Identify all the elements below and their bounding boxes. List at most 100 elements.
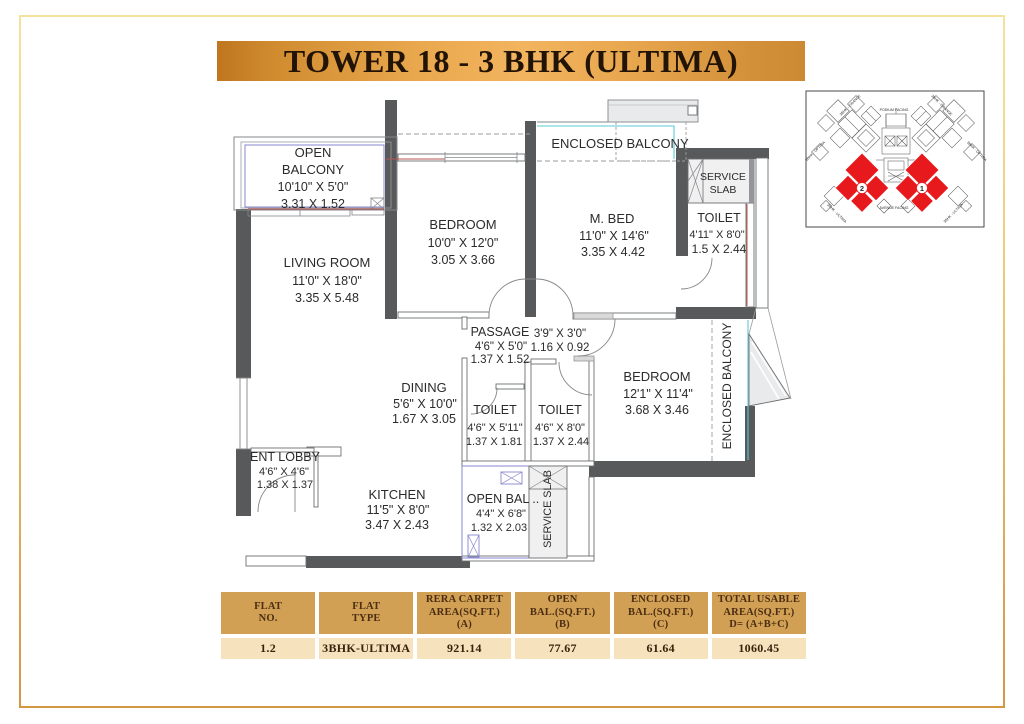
key-plan-room-outline: [884, 135, 908, 147]
bay-window-shape: [750, 351, 780, 400]
key-plan-room-outline: [917, 129, 935, 147]
key-plan-room-outline: [932, 116, 948, 132]
table-cell-flat-type: 3BHK-ULTIMA: [319, 638, 414, 659]
key-plan-red-unit: [910, 189, 934, 213]
door-arc-mbed: [535, 278, 574, 317]
label-bedroom-right-dim: 12'1" X 11'4": [623, 387, 693, 401]
key-plan-red-unit: [834, 174, 862, 202]
key-plan-avenue-label: AVENUE FACING: [880, 206, 909, 210]
table-header-line: RERA CARPET: [425, 594, 503, 606]
label-kitchen-dim: 3.47 X 2.43: [365, 518, 429, 532]
table-cell-open-bal: 77.67: [515, 638, 610, 659]
door-arc-entrance: [257, 474, 296, 513]
label-bedroom-top: BEDROOM: [429, 217, 496, 232]
key-plan-room-outline: [947, 185, 969, 207]
key-plan-unit-1-badge: [915, 181, 929, 195]
wall: [588, 476, 595, 559]
label-service-slab-top: SERVICE: [700, 171, 746, 183]
door-arc-bedroom-top: [488, 278, 527, 317]
key-plan-room-outline: [847, 95, 865, 113]
key-plan-red-unit: [850, 189, 874, 213]
key-plan-room-outline: [900, 198, 916, 214]
table-cell-enclosed-bal: 61.64: [613, 638, 708, 659]
wall: [676, 148, 769, 159]
wall: [461, 357, 468, 467]
key-plan-room-outline: [963, 143, 981, 161]
glass-line: [537, 125, 675, 159]
key-plan-room-outline: [942, 99, 966, 123]
table-header-line: TOTAL USABLE: [717, 594, 801, 606]
table-header-line: TYPE: [351, 613, 381, 624]
door-arcs: [257, 257, 713, 513]
table-header-line: FLAT: [352, 600, 381, 612]
key-plan: 2 1 PODIUM FACING AVENUE FACING 3BHK - G…: [805, 90, 988, 228]
table-cell-total-usable: 1060.45: [711, 638, 806, 659]
label-bedroom-right: BEDROOM: [623, 369, 690, 384]
label-passage-small-dim: 1.16 X 0.92: [531, 342, 590, 354]
wall: [236, 209, 251, 378]
table-header-rera-carpet: RERA CARPET AREA(SQ.FT.) (A): [417, 592, 512, 634]
table-header-flat-type: FLAT TYPE: [319, 592, 414, 634]
label-passage-dim: 1.37 X 1.52: [471, 354, 530, 366]
table-header-open-bal: OPEN BAL.(SQ.FT.) (B): [515, 592, 610, 634]
wall: [745, 406, 755, 467]
wall: [755, 157, 769, 309]
key-plan-room-outline: [819, 199, 833, 213]
wall: [676, 307, 756, 319]
label-bedroom-top-dim: 10'0" X 12'0": [428, 236, 499, 250]
door-arc-toilet2: [558, 361, 593, 396]
key-plan-podium-label: PODIUM FACING: [880, 108, 909, 112]
label-living: LIVING ROOM: [284, 255, 371, 270]
key-plan-red-unit: [922, 174, 950, 202]
label-toilet2-dim: 1.37 X 2.44: [533, 436, 589, 448]
service-slab-shape: [687, 158, 755, 204]
key-plan-unit-1-number: 1: [920, 184, 924, 193]
balcony-shape: [500, 471, 523, 485]
key-plan-room-outline: [817, 114, 835, 132]
balcony-shape: [467, 534, 480, 558]
door-arc-toilet-mbed: [680, 257, 713, 290]
label-ent-lobby-dim: 1.38 X 1.37: [257, 479, 313, 491]
slab-shape: [607, 99, 699, 123]
label-bedroom-right-dim: 3.68 X 3.46: [625, 403, 689, 417]
label-open-balcony: OPEN: [295, 145, 332, 160]
label-open-balcony-bottom-dim: 4'4" X 6'8": [476, 508, 526, 520]
wall: [495, 383, 525, 390]
label-dining-dim: 5'6" X 10'0": [393, 397, 457, 411]
plan-walls-thin: [245, 153, 769, 567]
label-open-balcony-bottom-dim: 1.32 X 2.03: [471, 522, 527, 534]
key-plan-building-outline: [811, 95, 981, 214]
table-header-line: (A): [456, 619, 472, 631]
wall: [524, 361, 532, 462]
wall: [676, 148, 688, 256]
table-header-line: OPEN: [547, 594, 578, 606]
service-slab-shape: [528, 465, 568, 559]
key-plan-room-outline: [865, 110, 877, 122]
table-header-line: BAL.(SQ.FT.): [627, 606, 694, 618]
label-service-slab-top: SLAB: [710, 184, 737, 196]
door-threshold: [573, 312, 614, 320]
bay-window-shape: [767, 307, 792, 400]
label-bedroom-top-dim: 3.05 X 3.66: [431, 253, 495, 267]
table-cell-rera-carpet: 921.14: [417, 638, 512, 659]
label-open-balcony: BALCONY: [282, 162, 344, 177]
key-plan-room-outline: [826, 99, 850, 123]
key-plan-unit-2-shape: [834, 152, 890, 213]
balcony-shape: [500, 471, 523, 485]
label-toilet-mbed: TOILET: [697, 211, 741, 225]
table-header-flat-no: FLAT NO.: [221, 592, 316, 634]
key-plan-room-outline: [927, 95, 945, 113]
wall: [530, 358, 557, 365]
label-mbed-dim: 3.35 X 4.42: [581, 245, 645, 259]
window-line: [240, 141, 392, 209]
key-plan-room-outline: [857, 129, 875, 147]
wall: [525, 121, 536, 317]
door-arc-lobby-small: [577, 318, 616, 357]
wall: [306, 556, 470, 568]
key-plan-red-unit: [904, 152, 940, 188]
table-header-enclosed-bal: ENCLOSED BAL.(SQ.FT.) (C): [613, 592, 708, 634]
label-open-balcony-bottom: OPEN BAL ..: [467, 492, 539, 506]
bay-window-shape: [751, 341, 787, 397]
key-plan-room-outline: [941, 127, 963, 149]
key-plan-room-outline: [829, 127, 851, 149]
